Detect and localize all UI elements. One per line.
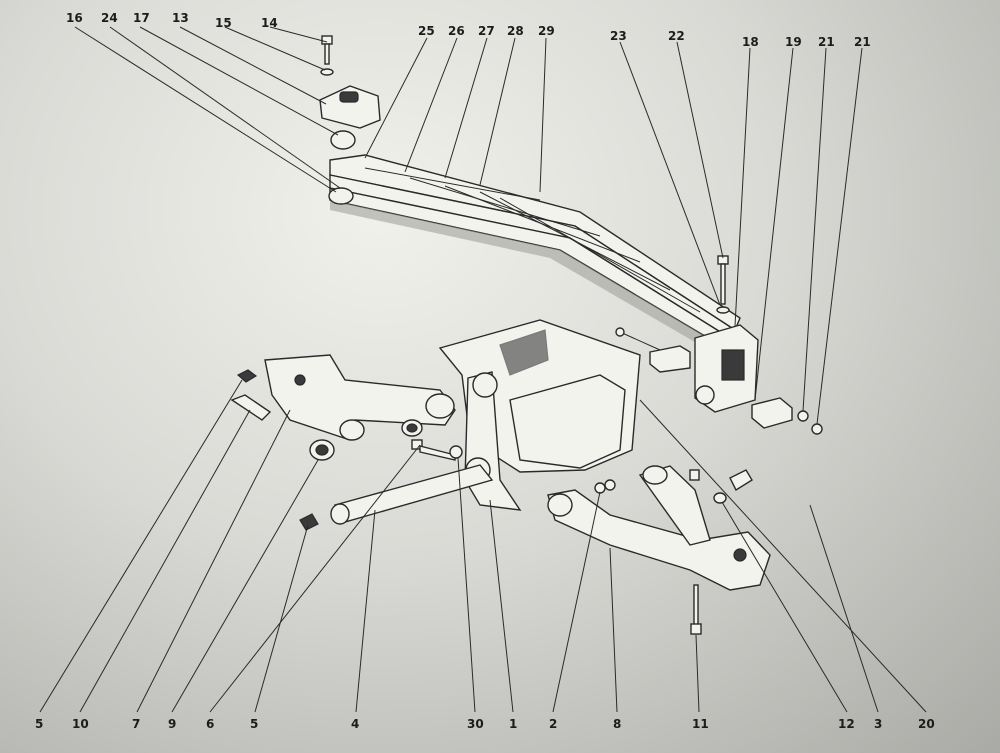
- callout-3: 3: [874, 717, 882, 731]
- callout-20: 20: [918, 717, 935, 731]
- nut-21b: [811, 423, 823, 435]
- callout-6: 6: [206, 717, 214, 731]
- spring-clamp-13: [319, 85, 381, 129]
- callout-2: 2: [549, 717, 557, 731]
- callout-7: 7: [132, 717, 140, 731]
- callout-5b: 5: [250, 717, 258, 731]
- arm-10: [264, 354, 456, 441]
- callout-4: 4: [351, 717, 359, 731]
- callout-17: 17: [133, 11, 150, 25]
- callout-25: 25: [418, 24, 435, 38]
- callout-23: 23: [610, 29, 627, 43]
- callout-1: 1: [509, 717, 517, 731]
- callout-18: 18: [742, 35, 759, 49]
- pin-4: [330, 464, 494, 525]
- frame-bracket-1: [438, 319, 641, 511]
- bolt-22: [716, 255, 730, 314]
- callout-28: 28: [507, 24, 524, 38]
- callout-5a: 5: [35, 717, 43, 731]
- leader-lines: [39, 26, 927, 713]
- callout-29: 29: [538, 24, 555, 38]
- strap-7: [230, 394, 272, 421]
- callout-22: 22: [668, 29, 685, 43]
- shackle-18: [694, 324, 759, 413]
- callout-12: 12: [838, 717, 855, 731]
- washer-2b: [604, 479, 616, 491]
- callout-9: 9: [168, 717, 176, 731]
- callout-27: 27: [478, 24, 495, 38]
- nut-21a: [797, 410, 809, 422]
- bolt-6: [411, 439, 456, 461]
- callout-21a: 21: [818, 35, 835, 49]
- block-19: [751, 397, 793, 429]
- callout-11: 11: [692, 717, 709, 731]
- spring-pad-16: [328, 187, 354, 205]
- washer-2: [594, 482, 606, 494]
- spring-pad-17: [330, 130, 356, 150]
- callout-30: 30: [467, 717, 484, 731]
- callout-13: 13: [172, 11, 189, 25]
- bolt-14: [320, 35, 334, 76]
- callout-19: 19: [785, 35, 802, 49]
- leaf-spring-pack: [329, 154, 741, 346]
- callout-26: 26: [448, 24, 465, 38]
- bushing-7b: [401, 419, 423, 437]
- callout-10: 10: [72, 717, 89, 731]
- bushing-9: [309, 439, 335, 461]
- bolt-11: [690, 584, 702, 635]
- fitting-5a: [236, 369, 258, 383]
- callout-16: 16: [66, 11, 83, 25]
- callout-numbers: 16 24 17 13 15 14 25 26 27 28 29 23 22 1…: [35, 11, 935, 731]
- bolt-12: [689, 469, 753, 504]
- arm-8: [547, 465, 771, 591]
- nut-30: [449, 445, 463, 459]
- callout-15: 15: [215, 16, 232, 30]
- block-19b: [649, 345, 691, 373]
- grease-fitting-5b: [299, 513, 319, 531]
- callout-24: 24: [101, 11, 118, 25]
- callout-21b: 21: [854, 35, 871, 49]
- callout-14: 14: [261, 16, 278, 30]
- callout-8: 8: [613, 717, 621, 731]
